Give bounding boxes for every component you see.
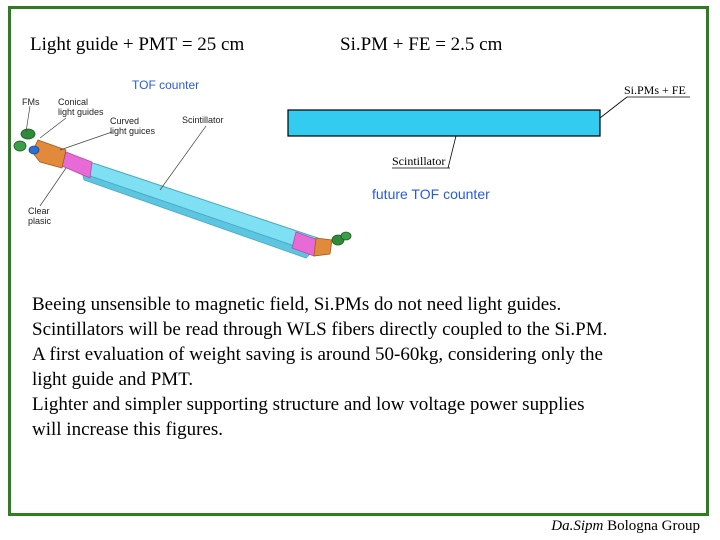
label-curved-light-guides: Curved light guices (110, 116, 156, 136)
tof-scintillator-bar (81, 161, 319, 253)
body-line: Lighter and simpler supporting structure… (32, 394, 585, 415)
leader-conical (39, 117, 67, 139)
label-conical-light-guides: Conical light guides (58, 97, 104, 117)
label-sipms-fe: Si.PMs + FE (624, 83, 686, 97)
curved-light-guide-right (313, 237, 333, 257)
leader-pmts (25, 105, 31, 133)
body-line: Beeing unsensible to magnetic field, Si.… (32, 294, 562, 315)
label-future-scintillator: Scintillator (392, 154, 446, 168)
future-scintillator-bar (287, 109, 601, 137)
body-line: light guide and PMT. (32, 369, 194, 390)
label-clear-plastic: Clear plasic (28, 206, 52, 226)
tof-end-left (61, 151, 93, 179)
label-pmts: FMs (22, 97, 40, 107)
leader-scintillator (159, 125, 207, 191)
leader-curved (59, 131, 113, 151)
body-line: Scintillators will be read through WLS f… (32, 319, 608, 340)
slide-frame (8, 6, 709, 516)
tof-scintillator-top (81, 171, 313, 259)
pmt-left-3 (28, 145, 40, 155)
leader-sipms (599, 96, 628, 119)
footer-italic: Da.Sipm (551, 518, 604, 534)
body-text: Beeing unsensible to magnetic field, Si.… (32, 292, 702, 442)
pmt-right-2 (340, 231, 352, 241)
pmt-left-2 (13, 140, 27, 152)
body-line: A first evaluation of weight saving is a… (32, 344, 603, 365)
footer: Da.Sipm Bologna Group (551, 518, 700, 535)
header-right: Si.PM + FE = 2.5 cm (340, 34, 503, 55)
header-left: Light guide + PMT = 25 cm (30, 34, 245, 55)
tof-counter-drawing (13, 105, 352, 259)
footer-rest: Bologna Group (603, 518, 700, 534)
future-tof-drawing (287, 96, 690, 169)
tof-counter-title: TOF counter (132, 78, 200, 92)
curved-light-guide-left (31, 139, 67, 169)
pmt-left-1 (20, 128, 36, 140)
body-line: will increase this figures. (32, 419, 224, 440)
future-tof-caption: future TOF counter (372, 186, 490, 202)
leader-clear (39, 167, 67, 207)
label-scintillator: Scintillator (182, 115, 224, 125)
leader-future-scint (447, 135, 457, 169)
